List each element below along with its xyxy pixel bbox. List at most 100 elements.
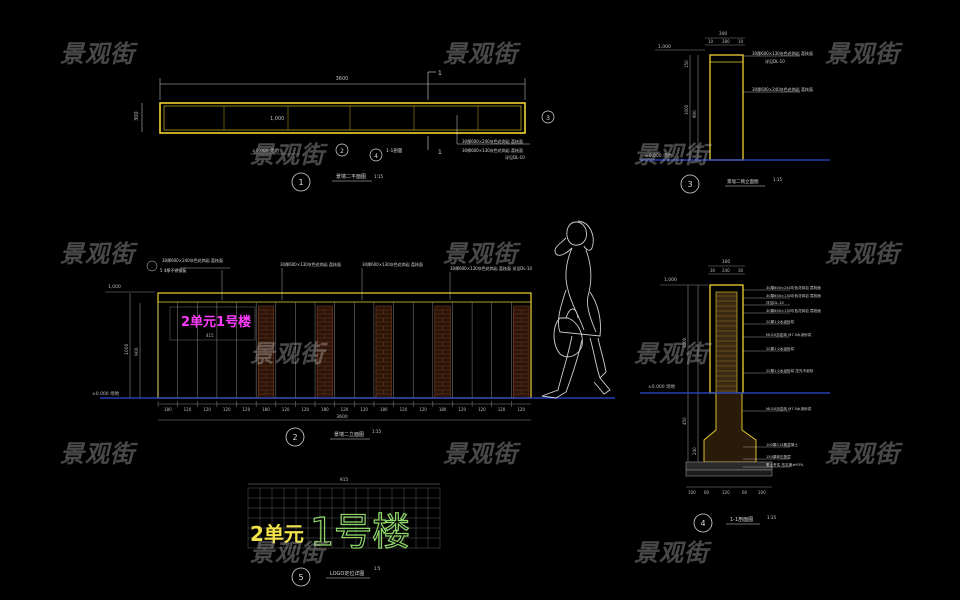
view5-scale: 1:5: [374, 566, 381, 571]
view2-note-4: 30厚600×130灰色花岗岩 荔枝面 详见DL-10: [450, 265, 532, 271]
view2-brick-panel: [316, 305, 333, 399]
view4-footing: [703, 392, 757, 463]
view4-note: MU10页岩砖 M7.5水泥砂浆: [766, 332, 812, 337]
view2-wall-outline: [157, 292, 532, 399]
view2-note-3: 30厚600×130灰色花岗岩 荔枝面: [362, 261, 423, 267]
view4-scale: 1:15: [767, 515, 776, 520]
view5-number-circle: [291, 567, 311, 587]
view2-note-1: 30厚600×240灰色花岗岩 荔枝面: [162, 257, 223, 263]
view1-callout-2: [335, 143, 349, 157]
view3-note-1: 30厚600×130灰色花岗岩 荔枝面: [752, 50, 813, 56]
view4-note: 100厚C15素混凝土: [766, 442, 798, 447]
view2-bottom-dim-label: 120: [419, 407, 427, 412]
view4-level-top: 1,000: [664, 277, 677, 283]
view2-bottom-dim-label: 120: [341, 407, 349, 412]
svg-text:2: 2: [340, 148, 344, 155]
view2-sign-sub: 415: [206, 333, 214, 338]
view2-brick-panels: [257, 305, 530, 399]
view4-concrete-base: [685, 461, 773, 471]
view4-number: 4: [700, 519, 705, 528]
view4-note: 20厚1:2水泥砂浆: [766, 346, 795, 351]
view1-callout-3: [541, 110, 555, 124]
view4-wall-core: [715, 291, 738, 394]
view2-bottom-dim-label: 120: [243, 407, 251, 412]
view2-ground-level: ±0.000 场地: [92, 390, 120, 397]
view1-callout-4: [369, 148, 383, 162]
view3-scale: 1:15: [773, 177, 782, 182]
view4-note: 20厚1:2水泥砂浆: [766, 319, 795, 324]
view5-number: 5: [298, 573, 303, 582]
view2-title: 景墙二立面图: [334, 431, 364, 438]
view2-top-level: 1,000: [108, 284, 121, 290]
view1-overall-dim: 3600: [336, 76, 349, 82]
view1-note-1: 30厚600×240灰色花岗岩 荔枝面: [462, 138, 523, 144]
view5-width-dim: 915: [340, 477, 349, 483]
svg-text:60: 60: [704, 490, 710, 495]
view3-wall: [709, 54, 744, 161]
view2-number: 2: [292, 433, 297, 442]
view3-top-dim: 300: [719, 31, 728, 37]
svg-text:10: 10: [708, 39, 714, 44]
svg-text:1000: 1000: [684, 104, 689, 115]
svg-text:10: 10: [738, 39, 744, 44]
view2-bottom-dim-label: 120: [517, 407, 525, 412]
view4-note: MU10页岩砖 M7.5水泥砂浆: [766, 406, 812, 411]
view3-number: 3: [687, 180, 692, 189]
view3-number-circle: [680, 174, 700, 194]
view4-note: 30厚600×240灰色花岗岩 荔枝面: [766, 285, 821, 290]
svg-text:100: 100: [758, 490, 766, 495]
view4-note: 详见DL-10: [766, 300, 784, 305]
view1-mid-dim: 1,000: [270, 116, 284, 122]
view4-note: 150厚碎石垫层: [766, 454, 791, 459]
view5-logo-detail: 915 2单元 1号楼 5 LOGO定位详图 1:5: [247, 477, 441, 587]
view2-height-dim-1: 1000: [124, 343, 130, 355]
view2-slats: [157, 302, 512, 398]
view1-scale: 1:15: [374, 174, 383, 179]
view2-bottom-dim-label: 120: [301, 407, 309, 412]
view3-level-ground: ±0.000 场地: [645, 152, 673, 159]
view3-title: 景墙二侧立面图: [727, 178, 759, 185]
view2-brick-panel: [434, 305, 451, 399]
view2-sign-text: 2单元1号楼: [181, 314, 251, 330]
view1-wall-outline: [159, 102, 526, 134]
view5-title: LOGO定位详图: [330, 570, 364, 577]
view4-note: 30厚600×130灰色花岗岩 荔枝面: [766, 308, 821, 313]
view1-cut-mark-bottom: 1: [438, 149, 442, 156]
svg-text:100: 100: [688, 490, 696, 495]
view1-callout-sub: 1-1剖面: [386, 147, 403, 154]
svg-text:1000: 1000: [682, 337, 687, 348]
view2-bottom-dim-label: 180: [164, 407, 172, 412]
view5-logo-main: 1号楼: [310, 510, 410, 554]
view1-level: ±0.000 场地: [252, 147, 280, 154]
view3-note-3: 30厚600×240灰色花岗岩 荔枝面: [752, 86, 813, 92]
view4-note: 20厚1:2水泥砂浆 压光不起砂: [766, 368, 814, 373]
svg-text:900: 900: [692, 110, 697, 118]
view2-brick-panel: [375, 305, 392, 399]
view2-brick-panel: [257, 305, 274, 399]
view2-bottom-dim-label: 120: [400, 407, 408, 412]
svg-text:60: 60: [742, 490, 748, 495]
view1-number: 1: [298, 178, 303, 187]
view4-title: 1-1剖面图: [730, 516, 753, 523]
view5-grid: [247, 487, 441, 549]
view2-bottom-dim-label: 120: [223, 407, 231, 412]
view3-note-2: 详见DL-10: [765, 58, 785, 64]
view2-bottom-dim-label: 120: [498, 407, 506, 412]
view4-section: 300 30 240 30 1,000 1000 450 240 ±0.000 …: [640, 259, 830, 533]
view1-note-3: 详见DL-10: [505, 154, 525, 160]
view2-bottom-dim-label: 120: [360, 407, 368, 412]
view4-top-dim: 300: [722, 259, 731, 265]
svg-text:240: 240: [692, 447, 697, 455]
view1-title: 景墙二平面图: [336, 173, 366, 180]
view1-plan: 3600 300 1,000 1 1 3 2 4 1-1剖面 ±0.000 场地: [134, 70, 555, 192]
view4-level-ground: ±0.000 场地: [648, 383, 676, 390]
svg-text:120: 120: [722, 490, 730, 495]
view4-note: 30厚600×130灰色花岗岩 荔枝面: [766, 293, 821, 298]
view2-bottom-dim-label: 180: [439, 407, 447, 412]
view3-level-top: 1,000: [658, 44, 671, 50]
svg-text:450: 450: [682, 417, 687, 425]
svg-text:30: 30: [710, 268, 716, 273]
